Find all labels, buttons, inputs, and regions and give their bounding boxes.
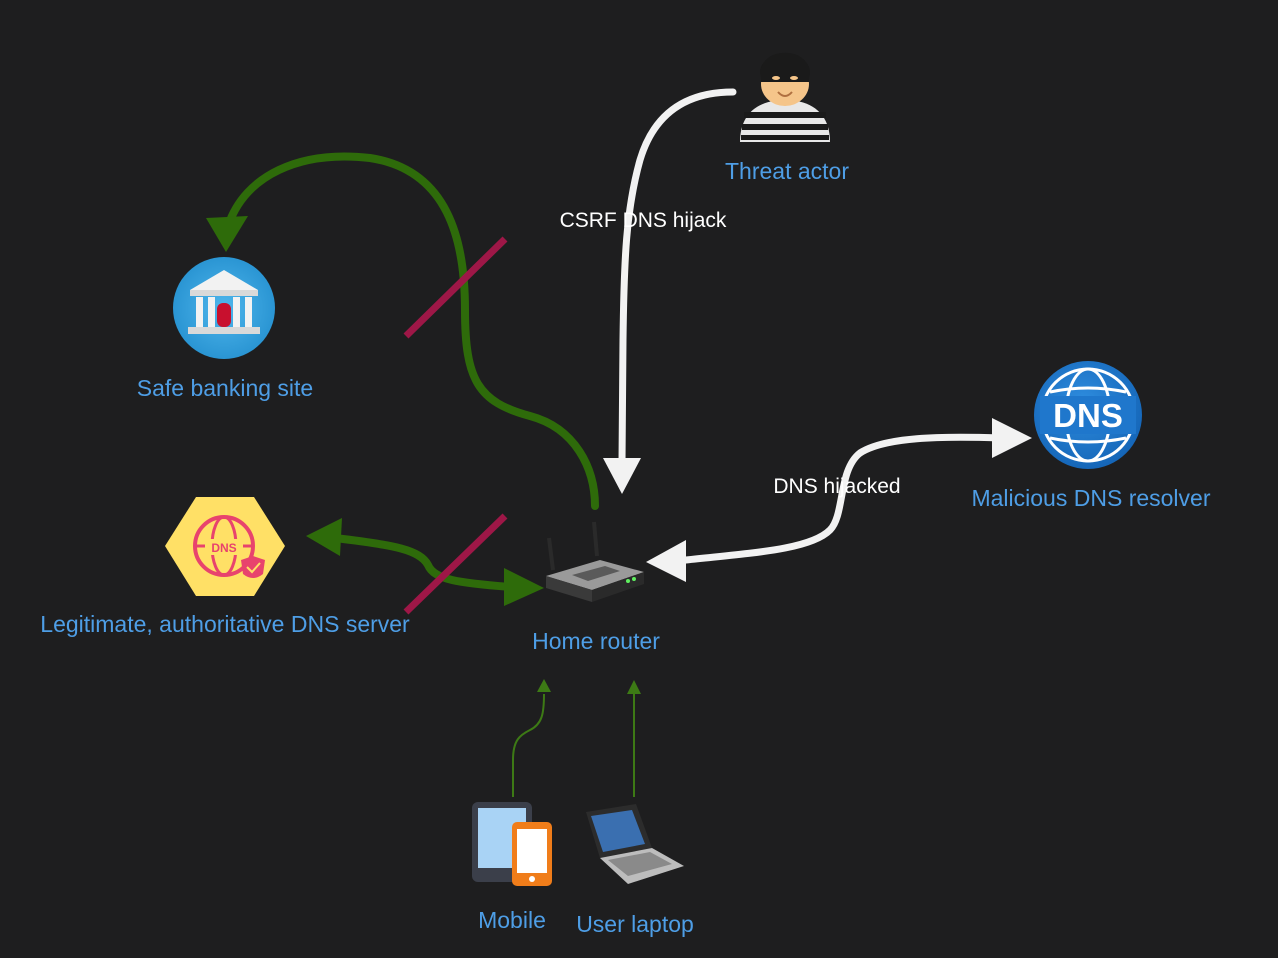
arrowhead-router-green	[504, 568, 544, 606]
safe-banking-site-node[interactable]: Safe banking site	[137, 257, 313, 401]
mobile-node[interactable]: Mobile	[472, 802, 552, 933]
legit-dns-label: Legitimate, authoritative DNS server	[40, 611, 410, 637]
home-router-label: Home router	[532, 628, 660, 654]
arrowhead-mobile	[537, 679, 551, 692]
threat-actor-node[interactable]: Threat actor	[725, 52, 849, 184]
edge-label-csrf: CSRF DNS hijack	[560, 209, 727, 232]
user-laptop-label: User laptop	[576, 911, 694, 937]
edge-laptop-to-router	[627, 680, 641, 797]
arrowhead-csrf	[603, 458, 641, 494]
arrowhead-bank	[206, 216, 248, 252]
block-mark-bank	[403, 236, 508, 339]
edge-dns-hijacked	[646, 418, 1032, 582]
mobile-devices-icon	[472, 802, 552, 886]
legit-dns-node[interactable]: DNS Legitimate, authoritative DNS server	[40, 497, 410, 637]
mobile-label: Mobile	[478, 907, 546, 933]
dns-badge-legit: DNS	[211, 541, 236, 555]
malicious-dns-label: Malicious DNS resolver	[971, 485, 1210, 511]
edge-label-dns-hijacked: DNS hijacked	[773, 475, 900, 498]
malicious-dns-node[interactable]: DNS Malicious DNS resolver	[971, 361, 1211, 511]
dns-server-icon: DNS	[165, 497, 285, 596]
safe-banking-site-label: Safe banking site	[137, 375, 313, 401]
burglar-icon	[740, 52, 830, 142]
arrowhead-legit-dns	[306, 518, 342, 556]
edge-router-to-legit-dns	[306, 518, 544, 606]
arrowhead-router-white	[646, 540, 686, 582]
user-laptop-node[interactable]: User laptop	[576, 804, 694, 937]
threat-actor-label: Threat actor	[725, 158, 849, 184]
bank-icon	[173, 257, 275, 359]
edge-router-to-bank	[206, 152, 599, 510]
edge-csrf-dns-hijack	[603, 88, 737, 494]
edge-mobile-to-router	[512, 679, 551, 797]
arrowhead-laptop	[627, 680, 641, 694]
router-icon	[546, 521, 644, 602]
arrowhead-malicious-dns	[992, 418, 1032, 458]
block-mark-legit-dns	[403, 513, 508, 615]
laptop-icon	[586, 804, 684, 884]
dns-globe-icon: DNS	[1034, 361, 1142, 469]
dns-badge-malicious: DNS	[1053, 397, 1123, 434]
home-router-node[interactable]: Home router	[532, 521, 660, 654]
